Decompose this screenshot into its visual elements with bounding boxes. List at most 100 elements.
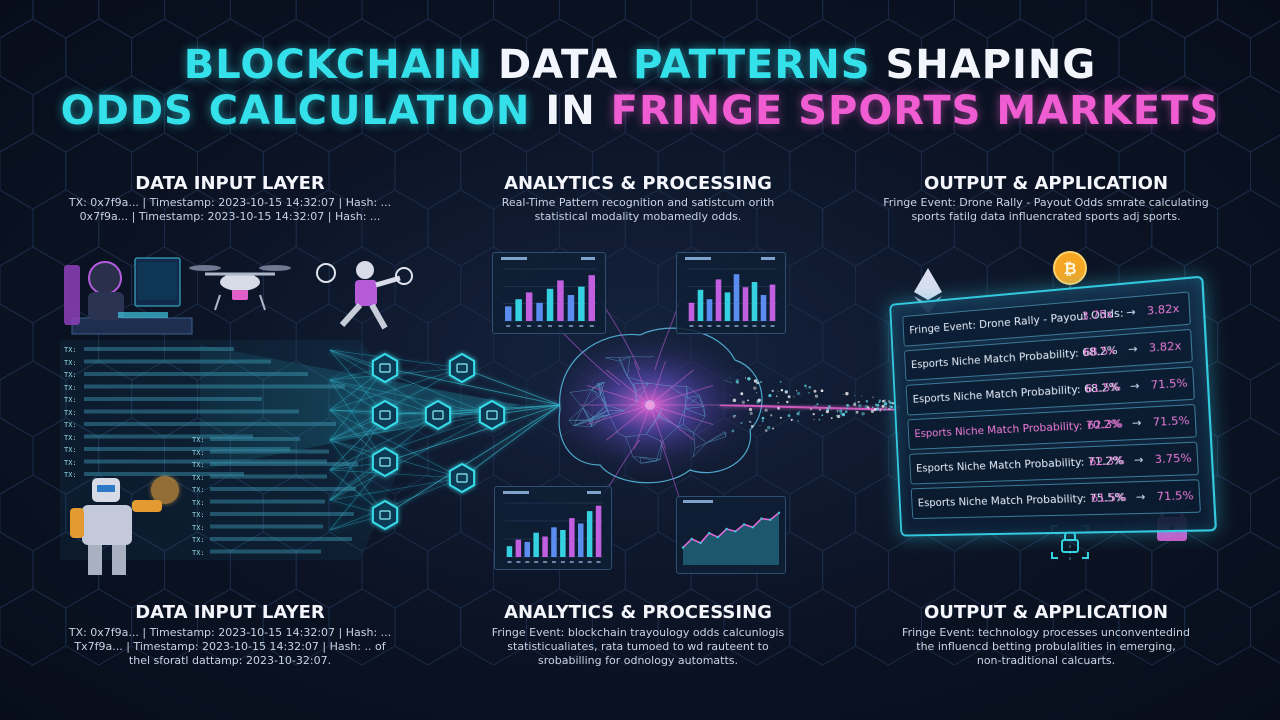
section-sub-output-top: Fringe Event: Drone Rally - Payout Odds … [866, 196, 1226, 224]
chart-point [760, 517, 763, 520]
log-line: TX: [64, 471, 77, 479]
particle [798, 410, 801, 413]
log-bar [84, 434, 253, 439]
log-bar [84, 472, 244, 476]
brain-mesh-link [703, 406, 706, 417]
particle [883, 399, 886, 402]
particle [764, 429, 768, 432]
chart-bar [551, 527, 557, 557]
section-heading-data-input-bottom: DATA INPUT LAYER [135, 602, 325, 623]
arrow-right-icon: → [1125, 305, 1137, 320]
brain-mesh-link [597, 383, 599, 385]
particle [784, 390, 789, 394]
arrow-right-icon: → [1131, 416, 1142, 430]
brain-mesh-link [568, 420, 574, 426]
chart-tick [516, 325, 521, 327]
brain-mesh-link [591, 384, 599, 390]
particle [740, 392, 744, 396]
bitcoin-icon: ₿ [1053, 251, 1087, 285]
particle [814, 394, 819, 398]
particle [761, 420, 764, 423]
chart-tick [578, 561, 583, 563]
brain-mesh-link [658, 409, 662, 416]
brain-mesh-link [591, 417, 594, 422]
brain-mesh-link [693, 432, 696, 449]
chart-point [734, 530, 737, 533]
odds-value-current: 62.3% [1088, 453, 1126, 469]
analytics-bar-chart-1 [501, 257, 597, 327]
chart-tick [552, 561, 556, 563]
drone-icon [189, 265, 291, 311]
particle [882, 399, 885, 403]
particle [793, 396, 795, 398]
particle [830, 409, 832, 411]
brain-mesh-link [648, 382, 670, 387]
brain-mesh-link [684, 386, 688, 409]
brain-core-ray [586, 404, 651, 426]
brain-mesh-link [625, 437, 634, 457]
title-word: IN [545, 88, 596, 134]
sub-line: statistical modality mobamedly odds. [534, 210, 742, 223]
particle [794, 396, 796, 398]
title-word: DATA [497, 42, 619, 88]
particle [796, 391, 801, 396]
brain-core [644, 399, 656, 411]
particle [853, 402, 857, 407]
brain-mesh-link [668, 385, 688, 399]
network-link [329, 367, 386, 441]
brain-mesh-link [684, 408, 706, 417]
brain-mesh-link [627, 376, 637, 392]
particle [867, 406, 870, 409]
particle [878, 401, 881, 404]
network-link [329, 409, 463, 479]
particle [749, 420, 752, 424]
chart-bar [515, 299, 522, 321]
odds-value-predicted: 3.75% [1154, 451, 1192, 467]
particle [772, 427, 775, 430]
particle [791, 420, 793, 422]
particle [812, 413, 815, 416]
brain-mesh-link [591, 383, 598, 390]
particle [846, 407, 848, 410]
sub-line: TX: 0x7f9a... | Timestamp: 2023-10-15 14… [68, 196, 392, 209]
chart-point [690, 537, 693, 541]
particle [885, 406, 887, 408]
brain-core-ray [649, 404, 667, 450]
chart-bar [688, 302, 695, 321]
brain-mesh-link [593, 414, 610, 418]
chart-tick [725, 325, 730, 327]
hexagon-node-icon [371, 352, 399, 384]
log-bar [84, 459, 327, 464]
chart-tick [689, 325, 694, 327]
particle [732, 415, 736, 418]
hexagon-node-icon [448, 462, 476, 494]
brain-mesh-link [724, 431, 727, 437]
particle [890, 405, 893, 409]
log-line: TX: [192, 448, 205, 457]
chart-tick [534, 561, 539, 563]
particle [874, 403, 878, 406]
log-bar [210, 549, 321, 554]
particle [857, 400, 860, 404]
particle [731, 429, 735, 433]
brain-network-icon [530, 327, 770, 484]
particle [815, 405, 817, 407]
brain-mesh-link [636, 391, 638, 402]
chart-tick [569, 561, 574, 563]
odds-value-predicted: 71.5% [1150, 376, 1188, 392]
brain-mesh-link [627, 356, 631, 377]
brain-mesh-link [606, 405, 625, 411]
chart-bar [546, 288, 554, 321]
chart-bar [706, 299, 713, 321]
chart-point [777, 511, 781, 514]
log-line: TX: [64, 458, 77, 467]
log-line: TX: [192, 548, 205, 557]
particle [730, 377, 732, 379]
particle [814, 406, 816, 408]
particle [790, 418, 793, 421]
brain-core-ray [649, 384, 714, 406]
chart-tick [716, 325, 721, 327]
particle [779, 380, 782, 383]
chart-bar [595, 505, 602, 557]
chart-bar [557, 280, 564, 321]
